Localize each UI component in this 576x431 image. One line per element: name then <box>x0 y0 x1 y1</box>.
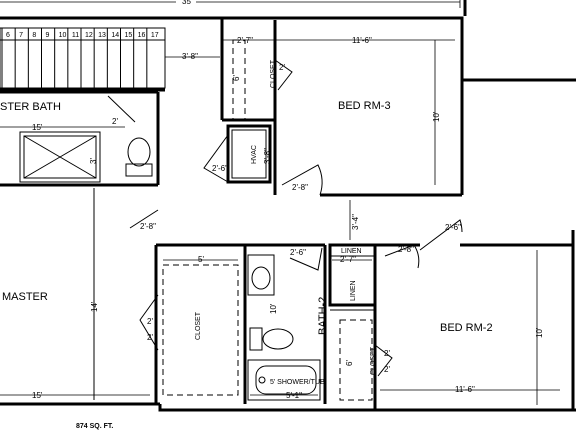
stair-step-number: 16 <box>138 32 146 39</box>
bed3-door-label: 2'-8" <box>292 183 308 192</box>
hvac-door-label: 2'-6" <box>212 164 228 173</box>
bath2-door-label: 2'-6" <box>290 248 306 257</box>
staircase: 6 7 8 9 10 11 12 13 14 15 16 17 <box>0 27 166 92</box>
stair-step-number: 14 <box>111 32 119 39</box>
master-bath-door-label: 2' <box>112 117 118 126</box>
stair-step-number: 13 <box>98 32 106 39</box>
toilet <box>125 137 153 177</box>
exterior-walls <box>0 0 576 412</box>
toilet-bath2 <box>249 327 294 351</box>
hall-length-label: 3'-4" <box>351 214 360 230</box>
tub-label: 5' SHOWER/TUB <box>270 379 325 386</box>
hvac: HVAC 3'-8" 2'-6" <box>203 124 272 184</box>
overall-dimension: 35 <box>0 0 461 8</box>
area-label: 874 SQ. FT. <box>76 423 113 430</box>
shower-tub <box>247 359 321 401</box>
linen-width-label: 2'-7" <box>340 255 356 264</box>
bed2-closet-depth-label: 6' <box>345 360 354 366</box>
sink <box>247 254 275 296</box>
hvac-label: HVAC <box>251 145 258 164</box>
linen-top-label: LINEN <box>341 248 362 255</box>
bath-2: 2'-6" 10' BATH-2 5' SHOWER/TUB 5'-1" <box>245 243 329 404</box>
master-bedroom: 14' MASTER 15' 2'-8" <box>0 188 159 400</box>
bed3-closet-width-label: 2'-7" <box>237 36 253 45</box>
stair-step-number: 6 <box>6 32 10 39</box>
master-closet-door-b-label: 2' <box>147 333 153 342</box>
linen-side-label: LINEN <box>350 280 357 301</box>
shower-depth-label: 3' <box>89 158 98 164</box>
master-label: MASTER <box>2 291 48 303</box>
vanity-depth-label: 10' <box>269 303 278 314</box>
bed3-closet-door-label: 2' <box>279 63 285 72</box>
master-depth-label: 14' <box>90 301 99 312</box>
bath2-label: BATH-2 <box>317 297 329 335</box>
stair-step-number: 8 <box>32 32 36 39</box>
master-bath-width-label: 15' <box>32 123 43 132</box>
bed2-closet-door-b-label: 2' <box>384 365 390 374</box>
shower <box>19 131 101 183</box>
master-closet-label: CLOSET <box>195 311 202 340</box>
hallway: 3'-4" 2'-6" <box>349 200 463 251</box>
stair-step-number: 12 <box>85 32 93 39</box>
hall-width-dimension: 3'-8" <box>165 52 220 61</box>
bed3-closet-label: CLOSET <box>270 59 277 88</box>
bed3-label: BED RM-3 <box>338 100 391 112</box>
stair-step-number: 7 <box>19 32 23 39</box>
master-bath-label: STER BATH <box>0 101 61 113</box>
stair-step-number: 17 <box>151 32 159 39</box>
master-width-label: 15' <box>32 391 43 400</box>
bed2-door-label: 2'-8" <box>398 245 414 254</box>
hvac-size-label: 3'-8" <box>263 148 272 164</box>
master-closet-door-a-label: 2' <box>147 317 153 326</box>
bed2-label: BED RM-2 <box>440 322 493 334</box>
bed3-depth-label: 10' <box>432 111 441 122</box>
tub-width-label: 5'-1" <box>286 391 302 400</box>
stair-step-number: 9 <box>46 32 50 39</box>
master-closet: 5' CLOSET 2' 2' <box>139 243 247 404</box>
bedroom-2: 2'-8" CLOSET 6' 2' 2' 11'-6" 10' BED RM-… <box>330 243 573 410</box>
hall-width-label: 3'-8" <box>182 52 198 61</box>
bed2-closet-door-a-label: 2' <box>384 349 390 358</box>
bed3-width-label: 11'-6" <box>352 36 372 45</box>
master-closet-width-label: 5' <box>198 255 204 264</box>
master-bath: STER BATH 15' 2' 3' <box>0 90 160 187</box>
bed2-depth-label: 10' <box>535 327 544 338</box>
bedroom-3: 2'-7" CLOSET 6' 2' 11'-6" 10' BED RM-3 2… <box>220 18 462 197</box>
stair-step-number: 11 <box>72 32 79 39</box>
stair-step-number: 15 <box>125 32 133 39</box>
master-door-label: 2'-8" <box>140 222 156 231</box>
bed2-closet-label: CLOSET <box>370 346 377 375</box>
bed2-entry-door-label: 2'-6" <box>445 223 461 232</box>
bed3-closet-depth-label: 6' <box>232 75 241 81</box>
bed2-width-label: 11'-6" <box>455 385 475 394</box>
stair-step-number: 10 <box>59 32 67 39</box>
overall-dimension-label: 35 <box>182 0 191 6</box>
linen-closet: LINEN 2'-7" LINEN <box>328 243 377 307</box>
